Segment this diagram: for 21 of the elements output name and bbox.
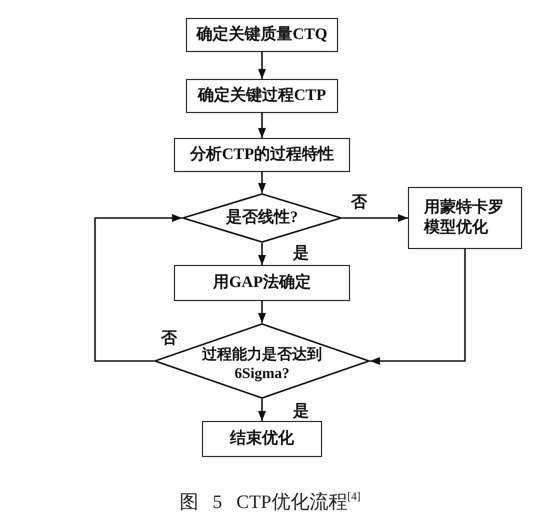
- process-box: 分析CTP的过程特性: [174, 138, 350, 172]
- arrow: [258, 243, 266, 265]
- arrow: [258, 399, 266, 421]
- edge-label: 是: [292, 403, 310, 421]
- arrow: [258, 172, 266, 193]
- arrow: [94, 214, 182, 362]
- process-box: 确定关键质量CTQ: [186, 18, 338, 52]
- arrow: [342, 214, 408, 222]
- arrow: [258, 52, 266, 79]
- process-box: 确定关键过程CTP: [186, 79, 338, 113]
- arrow: [258, 113, 266, 138]
- figure-caption: 图 5 CTP优化流程$^{[4]}$: [179, 492, 361, 513]
- edge-label: 否: [160, 330, 178, 348]
- process-box: 用GAP法确定: [174, 265, 350, 301]
- arrow: [258, 301, 266, 323]
- arrow: [370, 249, 466, 365]
- edge-label: 是: [292, 245, 310, 263]
- edge-label: 否: [350, 194, 368, 212]
- decision-diamond: 是否线性?: [182, 193, 342, 243]
- process-box: 结束优化: [202, 421, 322, 457]
- process-box: 用蒙特卡罗模型优化: [408, 187, 522, 249]
